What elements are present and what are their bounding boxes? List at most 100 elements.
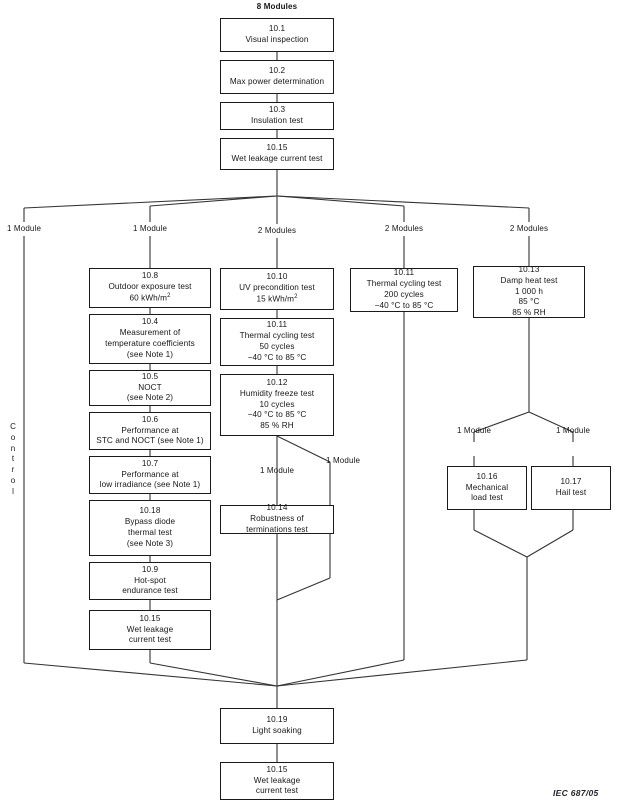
box-10-15-top[interactable]: 10.15 Wet leakage current test bbox=[220, 138, 334, 170]
box-10-15-left[interactable]: 10.15 Wet leakage current test bbox=[89, 610, 211, 650]
box-10-13-line1: Damp heat test bbox=[500, 275, 558, 285]
box-10-14-line1: Robustness of bbox=[250, 514, 304, 524]
branch-label-damp-left: 1 Module bbox=[456, 426, 492, 435]
box-10-3-line1: Insulation test bbox=[250, 116, 304, 125]
box-10-11-a-line3: −40 °C to 85 °C bbox=[247, 352, 307, 362]
box-10-5[interactable]: 10.5 NOCT (see Note 2) bbox=[89, 370, 211, 406]
box-10-10-id: 10.10 bbox=[266, 272, 288, 282]
box-10-4-line1: Measurement of bbox=[119, 328, 181, 338]
box-10-9-line1: Hot-spot bbox=[134, 575, 166, 585]
box-10-8-line1: Outdoor exposure test bbox=[108, 282, 192, 292]
box-10-9-line2: endurance test bbox=[122, 586, 178, 596]
box-10-11-a-id: 10.11 bbox=[266, 320, 288, 330]
box-10-11-b[interactable]: 10.11 Thermal cycling test 200 cycles −4… bbox=[350, 268, 458, 312]
box-10-7-id: 10.7 bbox=[141, 458, 159, 468]
box-10-9[interactable]: 10.9 Hot-spot endurance test bbox=[89, 562, 211, 600]
box-10-14-id: 10.14 bbox=[266, 503, 288, 513]
box-10-6[interactable]: 10.6 Performance at STC and NOCT (see No… bbox=[89, 412, 211, 450]
box-10-18-id: 10.18 bbox=[139, 506, 161, 516]
box-10-15-top-id: 10.15 bbox=[266, 143, 288, 153]
box-10-9-id: 10.9 bbox=[141, 564, 159, 574]
box-10-12[interactable]: 10.12 Humidity freeze test 10 cycles −40… bbox=[220, 374, 334, 436]
figure-caption: IEC 687/05 bbox=[553, 788, 599, 798]
box-10-14[interactable]: 10.14 Robustness of terminations test bbox=[220, 503, 334, 534]
box-10-18-line1: Bypass diode bbox=[124, 517, 176, 527]
box-10-12-id: 10.12 bbox=[266, 377, 288, 387]
box-10-16[interactable]: 10.16 Mechanical load test bbox=[447, 466, 527, 510]
box-10-1[interactable]: 10.1 Visual inspection bbox=[220, 18, 334, 52]
box-10-5-line2: (see Note 2) bbox=[126, 393, 174, 403]
box-10-18-line3: (see Note 3) bbox=[126, 538, 174, 548]
box-10-4-line2: temperature coefficients bbox=[105, 339, 195, 348]
box-10-10[interactable]: 10.10 UV precondition test 15 kWh/m2 bbox=[220, 268, 334, 310]
box-10-15-bottom[interactable]: 10.15 Wet leakage current test bbox=[220, 762, 334, 800]
box-10-8[interactable]: 10.8 Outdoor exposure test 60 kWh/m2 bbox=[89, 268, 211, 308]
box-10-8-id: 10.8 bbox=[141, 271, 159, 281]
box-10-7-line2: low irradiance (see Note 1) bbox=[99, 480, 201, 490]
box-10-12-line2: 10 cycles bbox=[259, 399, 295, 409]
box-10-15-top-line1: Wet leakage current test bbox=[231, 154, 323, 163]
branch-label-hf-right: 1 Module bbox=[326, 456, 361, 465]
box-10-13[interactable]: 10.13 Damp heat test 1 000 h 85 °C 85 % … bbox=[473, 264, 585, 318]
box-10-4-line3: (see Note 1) bbox=[126, 349, 174, 359]
box-10-4[interactable]: 10.4 Measurement of temperature coeffici… bbox=[89, 314, 211, 364]
box-10-6-id: 10.6 bbox=[141, 414, 159, 424]
box-10-7[interactable]: 10.7 Performance at low irradiance (see … bbox=[89, 456, 211, 494]
box-10-18[interactable]: 10.18 Bypass diode thermal test (see Not… bbox=[89, 500, 211, 556]
box-10-2[interactable]: 10.2 Max power determination bbox=[220, 60, 334, 94]
box-10-5-id: 10.5 bbox=[141, 371, 159, 381]
top-modules-label: 8 Modules bbox=[256, 2, 298, 11]
control-letter-t: t bbox=[11, 454, 15, 464]
box-10-14-line2: terminations test bbox=[246, 524, 308, 534]
control-letter-o1: o bbox=[10, 432, 16, 442]
box-10-16-line1: Mechanical bbox=[465, 482, 509, 492]
box-10-11-b-id: 10.11 bbox=[393, 268, 415, 278]
box-10-17-id: 10.17 bbox=[560, 477, 582, 487]
box-10-10-line2: 15 kWh/m2 bbox=[256, 294, 298, 304]
box-10-19-line1: Light soaking bbox=[252, 726, 302, 735]
control-letter-o2: o bbox=[10, 475, 16, 485]
box-10-11-a-line2: 50 cycles bbox=[259, 342, 295, 351]
box-10-7-line1: Performance at bbox=[121, 469, 179, 479]
box-10-13-line4: 85 % RH bbox=[512, 308, 546, 318]
box-10-17[interactable]: 10.17 Hail test bbox=[531, 466, 611, 510]
control-letter-l: l bbox=[12, 486, 14, 496]
control-letter-c: C bbox=[10, 422, 16, 431]
box-10-15-left-line2: current test bbox=[128, 635, 172, 645]
box-10-3-id: 10.3 bbox=[268, 105, 286, 115]
branch-label-damp-right: 1 Module bbox=[555, 426, 591, 435]
box-10-15-bottom-line1: Wet leakage bbox=[253, 775, 301, 785]
box-10-3[interactable]: 10.3 Insulation test bbox=[220, 102, 334, 130]
box-10-11-a-line1: Thermal cycling test bbox=[239, 331, 315, 341]
box-10-12-line1: Humidity freeze test bbox=[239, 388, 315, 398]
box-10-2-line1: Max power determination bbox=[229, 77, 325, 86]
box-10-15-left-line1: Wet leakage bbox=[126, 624, 174, 634]
box-10-8-line2: 60 kWh/m2 bbox=[129, 293, 171, 303]
box-10-6-line1: Performance at bbox=[121, 425, 179, 435]
box-10-13-line3: 85 °C bbox=[518, 297, 540, 307]
branch-label-3: 2 Modules bbox=[257, 226, 297, 235]
branch-label-1: 1 Module bbox=[6, 224, 42, 233]
control-label: C o n t r o l bbox=[8, 422, 18, 498]
box-10-1-line1: Visual inspection bbox=[245, 35, 309, 44]
box-10-12-line4: 85 % RH bbox=[260, 421, 294, 431]
box-10-18-line2: thermal test bbox=[128, 528, 172, 537]
box-10-16-line2: load test bbox=[471, 493, 503, 503]
box-10-11-a[interactable]: 10.11 Thermal cycling test 50 cycles −40… bbox=[220, 318, 334, 366]
box-10-15-left-id: 10.15 bbox=[139, 613, 161, 623]
box-10-19[interactable]: 10.19 Light soaking bbox=[220, 708, 334, 744]
box-10-13-id: 10.13 bbox=[518, 264, 540, 274]
box-10-13-line2: 1 000 h bbox=[514, 286, 544, 296]
box-10-5-line1: NOCT bbox=[138, 382, 162, 392]
box-10-11-b-line1: Thermal cycling test bbox=[366, 279, 442, 289]
box-10-16-id: 10.16 bbox=[476, 471, 498, 481]
box-10-11-b-line3: −40 °C to 85 °C bbox=[374, 300, 434, 310]
branch-label-5: 2 Modules bbox=[509, 224, 549, 233]
box-10-15-bottom-line2: current test bbox=[255, 786, 299, 796]
branch-label-hf-left: 1 Module bbox=[259, 466, 295, 475]
box-10-4-id: 10.4 bbox=[141, 317, 159, 327]
control-letter-r: r bbox=[11, 465, 15, 475]
box-10-1-id: 10.1 bbox=[268, 24, 286, 34]
box-10-6-line2: STC and NOCT (see Note 1) bbox=[96, 436, 204, 446]
branch-label-4: 2 Modules bbox=[384, 224, 424, 233]
